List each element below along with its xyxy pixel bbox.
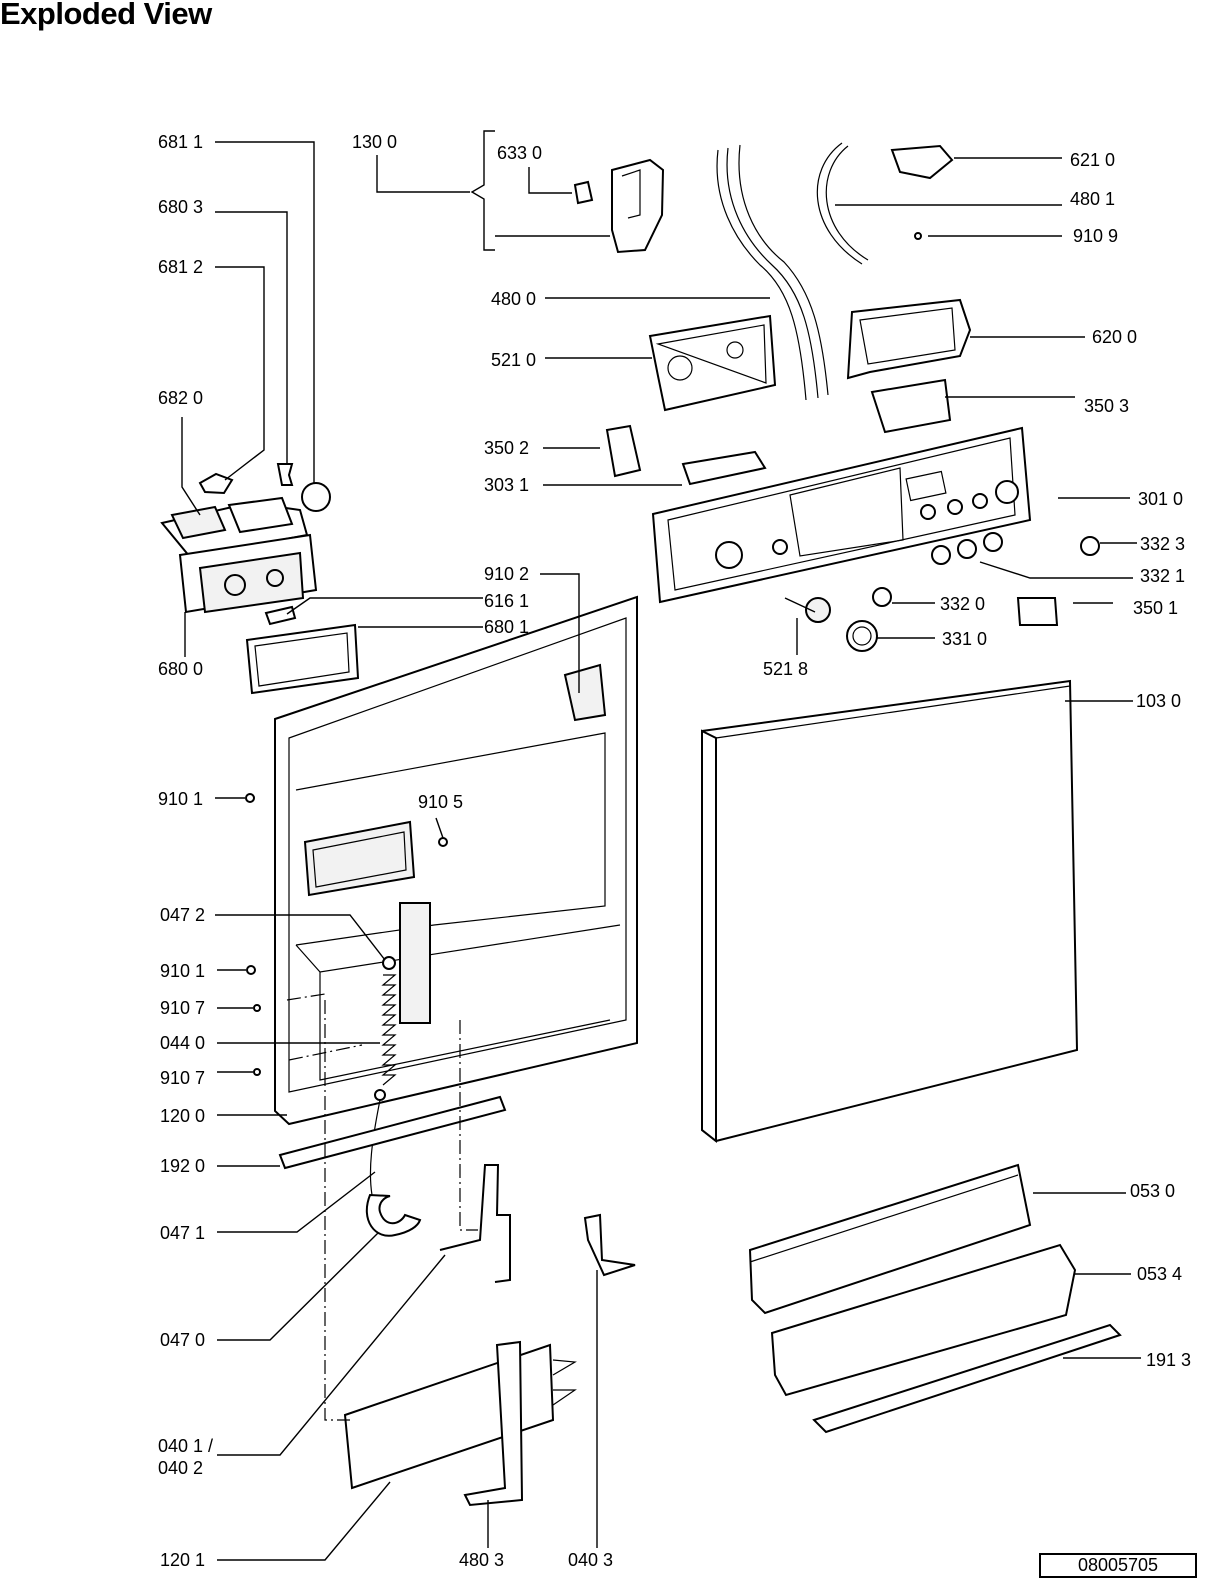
inner-door-frame (274, 595, 638, 1126)
wire-harness (716, 142, 922, 401)
part-label-910-2: 910 2 (484, 564, 529, 584)
hinge-spring-assembly (278, 956, 636, 1283)
part-label-480-0: 480 0 (491, 289, 536, 309)
part-label-047-1: 047 1 (160, 1223, 205, 1243)
part-label-103-0: 103 0 (1136, 691, 1181, 711)
dispenser-assembly (160, 463, 360, 695)
alignment-lines (286, 993, 478, 1421)
part-label-910-1-top: 910 1 (158, 789, 203, 809)
leader-lines (181, 130, 1141, 1561)
part-label-910-5: 910 5 (418, 792, 463, 812)
part-label-120-0: 120 0 (160, 1106, 205, 1126)
part-label-044-0: 044 0 (160, 1033, 205, 1053)
part-label-680-3: 680 3 (158, 197, 203, 217)
part-label-053-4: 053 4 (1137, 1264, 1182, 1284)
part-label-053-0: 053 0 (1130, 1181, 1175, 1201)
part-label-130-0: 130 0 (352, 132, 397, 152)
part-label-680-1: 680 1 (484, 617, 529, 637)
part-label-040-3: 040 3 (568, 1550, 613, 1570)
part-label-633-0: 633 0 (497, 143, 542, 163)
part-label-621-0: 621 0 (1070, 150, 1115, 170)
part-label-521-8: 521 8 (763, 659, 808, 679)
part-label-040-2: 040 2 (158, 1458, 203, 1478)
part-label-191-3: 191 3 (1146, 1350, 1191, 1370)
part-label-910-9: 910 9 (1073, 226, 1118, 246)
part-label-681-1: 681 1 (158, 132, 203, 152)
part-label-040-1: 040 1 / (158, 1436, 213, 1456)
part-label-910-7-bottom: 910 7 (160, 1068, 205, 1088)
part-label-301-0: 301 0 (1138, 489, 1183, 509)
screws (245, 793, 448, 1076)
part-label-521-0: 521 0 (491, 350, 536, 370)
part-label-047-2: 047 2 (160, 905, 205, 925)
document-code: 08005705 (1039, 1553, 1197, 1578)
part-label-332-3: 332 3 (1140, 534, 1185, 554)
part-label-681-2: 681 2 (158, 257, 203, 277)
part-label-680-0: 680 0 (158, 659, 203, 679)
part-label-350-1: 350 1 (1133, 598, 1178, 618)
part-label-620-0: 620 0 (1092, 327, 1137, 347)
outer-door-panel (701, 679, 1079, 1144)
part-label-331-0: 331 0 (942, 629, 987, 649)
part-label-332-0: 332 0 (940, 594, 985, 614)
part-label-047-0: 047 0 (160, 1330, 205, 1350)
part-label-120-1: 120 1 (160, 1550, 205, 1570)
part-label-910-1-bottom: 910 1 (160, 961, 205, 981)
part-labels: 681 1 130 0 633 0 680 3 681 2 682 0 621 … (158, 132, 1191, 1570)
part-label-350-3: 350 3 (1084, 396, 1129, 416)
part-label-682-0: 682 0 (158, 388, 203, 408)
part-label-910-7-top: 910 7 (160, 998, 205, 1018)
page-title: Exploded View (0, 0, 212, 31)
part-label-616-1: 616 1 (484, 591, 529, 611)
part-label-303-1: 303 1 (484, 475, 529, 495)
part-label-332-1: 332 1 (1140, 566, 1185, 586)
part-label-480-3: 480 3 (459, 1550, 504, 1570)
part-label-350-2: 350 2 (484, 438, 529, 458)
plinth-parts (343, 1163, 1122, 1507)
part-label-480-1: 480 1 (1070, 189, 1115, 209)
part-label-192-0: 192 0 (160, 1156, 205, 1176)
control-panel (651, 426, 1100, 652)
electronic-modules (605, 144, 972, 486)
door-lock-parts (573, 158, 665, 254)
